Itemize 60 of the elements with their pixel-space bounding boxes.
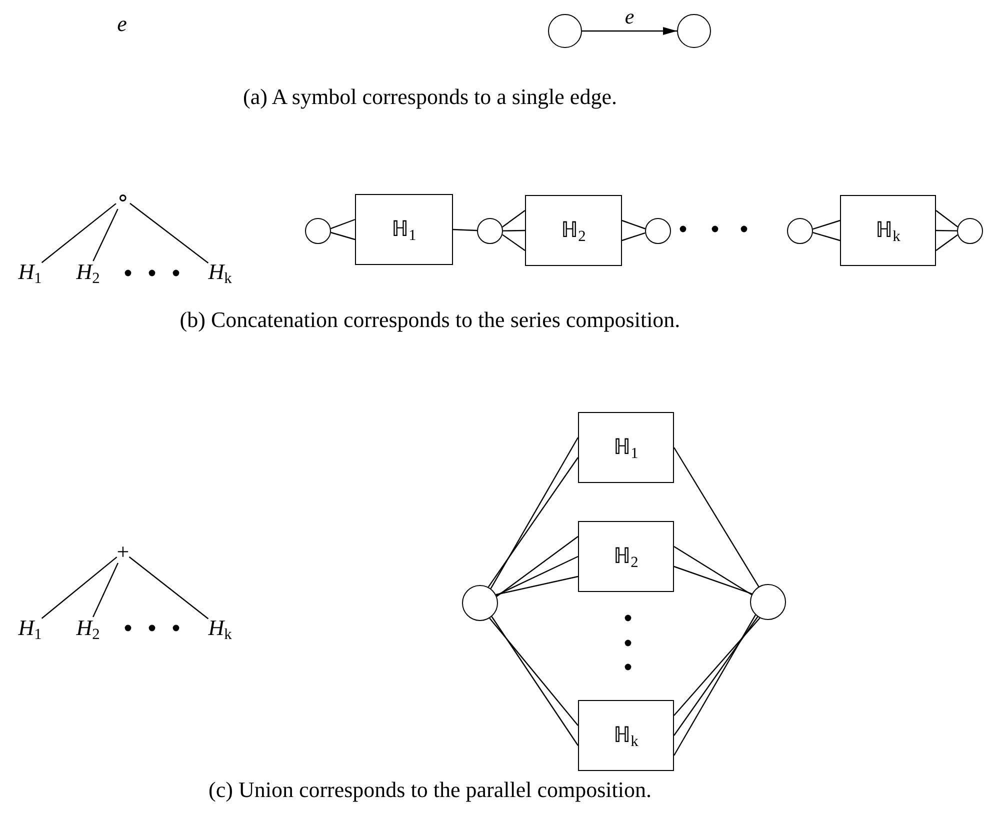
subgraph-box: ℍ$_{1}$	[578, 412, 674, 483]
connector-line	[130, 202, 209, 264]
vertex-circle	[750, 584, 786, 620]
connector-line	[936, 230, 957, 232]
vertex-circle	[645, 218, 671, 244]
tree-node-label: +	[116, 541, 130, 563]
subgraph-box: ℍ$_{k}$	[840, 195, 936, 266]
connector-line	[622, 220, 646, 230]
connector-line	[92, 562, 118, 618]
tree-node-label: H$_{k}$	[208, 617, 232, 639]
tree-node-label: H$_{1}$	[18, 617, 42, 639]
tree-node-label: H$_{2}$	[76, 261, 100, 283]
connector-line	[936, 210, 958, 228]
connector-line	[673, 447, 760, 587]
caption: (a) A symbol corresponds to a single edge.	[243, 84, 617, 110]
vertex-circle	[957, 218, 983, 244]
subgraph-box: ℍ$_{1}$	[355, 194, 453, 265]
connector-line	[674, 546, 752, 596]
vertex-circle	[462, 585, 498, 621]
connector-line	[330, 232, 356, 240]
connector-line	[503, 230, 525, 232]
connector-line	[41, 203, 116, 264]
connector-line	[674, 618, 760, 716]
connector-line	[502, 210, 526, 228]
tree-node-label: H$_{2}$	[76, 617, 100, 639]
connector-line	[491, 616, 578, 746]
arrow	[582, 27, 677, 35]
connector-line	[489, 618, 578, 726]
vertex-circle	[305, 218, 331, 244]
tree-node-label: H$_{k}$	[208, 261, 232, 283]
tree-node-label: ∘	[116, 187, 130, 209]
connector-line	[41, 556, 118, 619]
connector-line	[496, 556, 578, 596]
connector-line	[330, 218, 356, 230]
vertex-circle	[548, 14, 582, 48]
subgraph-box: ℍ$_{2}$	[578, 521, 674, 592]
connector-line	[488, 457, 578, 588]
tree-node-label: e	[117, 12, 127, 36]
connector-line	[936, 234, 958, 251]
connector-line	[496, 536, 578, 597]
connector-line	[622, 232, 646, 242]
vertex-circle	[677, 14, 711, 48]
subgraph-box: ℍ$_{k}$	[578, 700, 674, 771]
connector-line	[812, 232, 840, 242]
connector-line	[452, 228, 478, 232]
caption: (b) Concatenation corresponds to the series composition.	[180, 308, 680, 332]
subgraph-box: ℍ$_{2}$	[525, 195, 622, 266]
connector-line	[674, 616, 758, 736]
connector-line	[496, 576, 578, 596]
connector-line	[673, 614, 756, 756]
connector-line	[812, 220, 840, 230]
connector-line	[128, 556, 209, 620]
tree-node-label: H$_{1}$	[18, 261, 42, 283]
connector-line	[674, 566, 752, 594]
connector-line	[502, 234, 526, 251]
vertex-circle	[787, 218, 813, 244]
connector-line	[490, 437, 579, 589]
caption: (c) Union corresponds to the parallel composition.	[208, 778, 652, 802]
vertex-circle	[477, 218, 503, 244]
connector-line	[92, 208, 118, 262]
